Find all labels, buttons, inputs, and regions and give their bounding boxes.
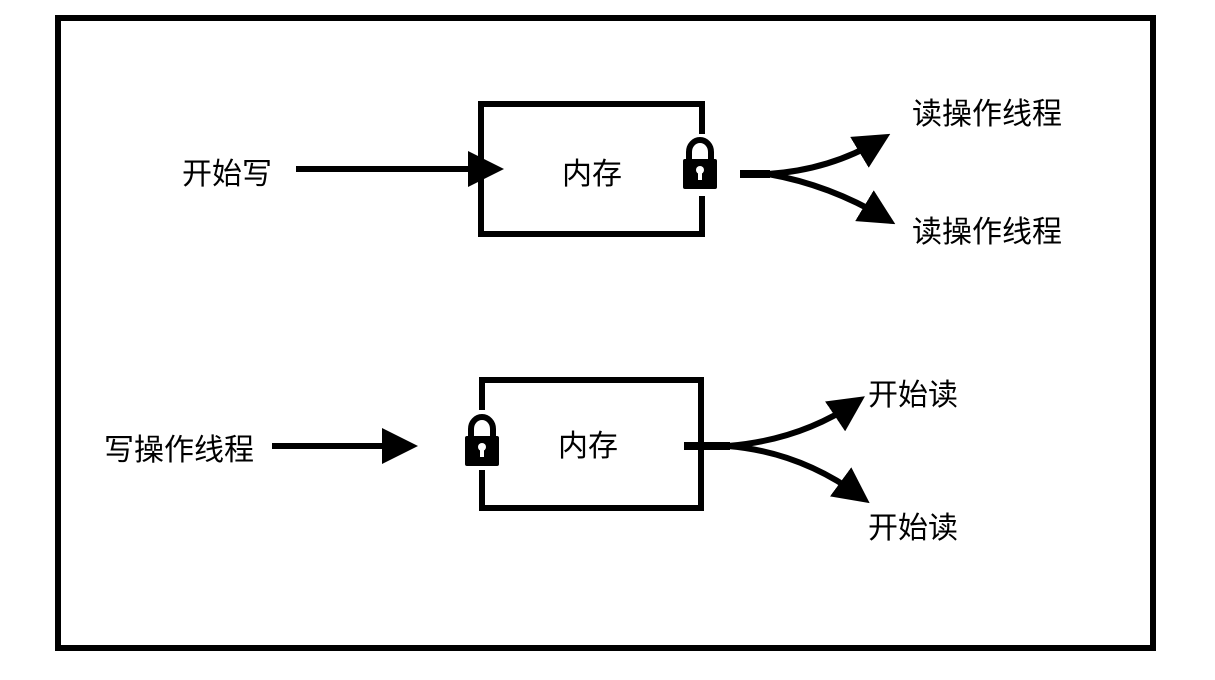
bottom-fork-arrow-down: [727, 443, 870, 504]
bottom-memory-label: 内存: [558, 429, 618, 464]
top-output-label-2: 读操作线程: [912, 215, 1062, 250]
top-output-label-1: 读操作线程: [912, 97, 1062, 132]
outer-frame: [55, 15, 1156, 651]
bottom-scenario: 写操作线程 内存 开始读 开始读: [104, 377, 958, 546]
bottom-output-label-1: 开始读: [868, 378, 958, 413]
lock-icon: [465, 417, 499, 466]
lock-icon: [683, 140, 717, 189]
top-fork-arrow-down: [767, 171, 896, 225]
top-scenario: 开始写 内存 读操作线程 读操作线程: [182, 97, 1062, 250]
top-memory-box: [478, 101, 705, 237]
bottom-input-label: 写操作线程: [104, 433, 254, 468]
bottom-output-label-2: 开始读: [868, 511, 958, 546]
top-input-label: 开始写: [182, 157, 272, 192]
top-memory-label: 内存: [562, 157, 622, 192]
top-fork-arrow-up: [767, 133, 891, 177]
bottom-fork-arrow-up: [727, 396, 865, 449]
